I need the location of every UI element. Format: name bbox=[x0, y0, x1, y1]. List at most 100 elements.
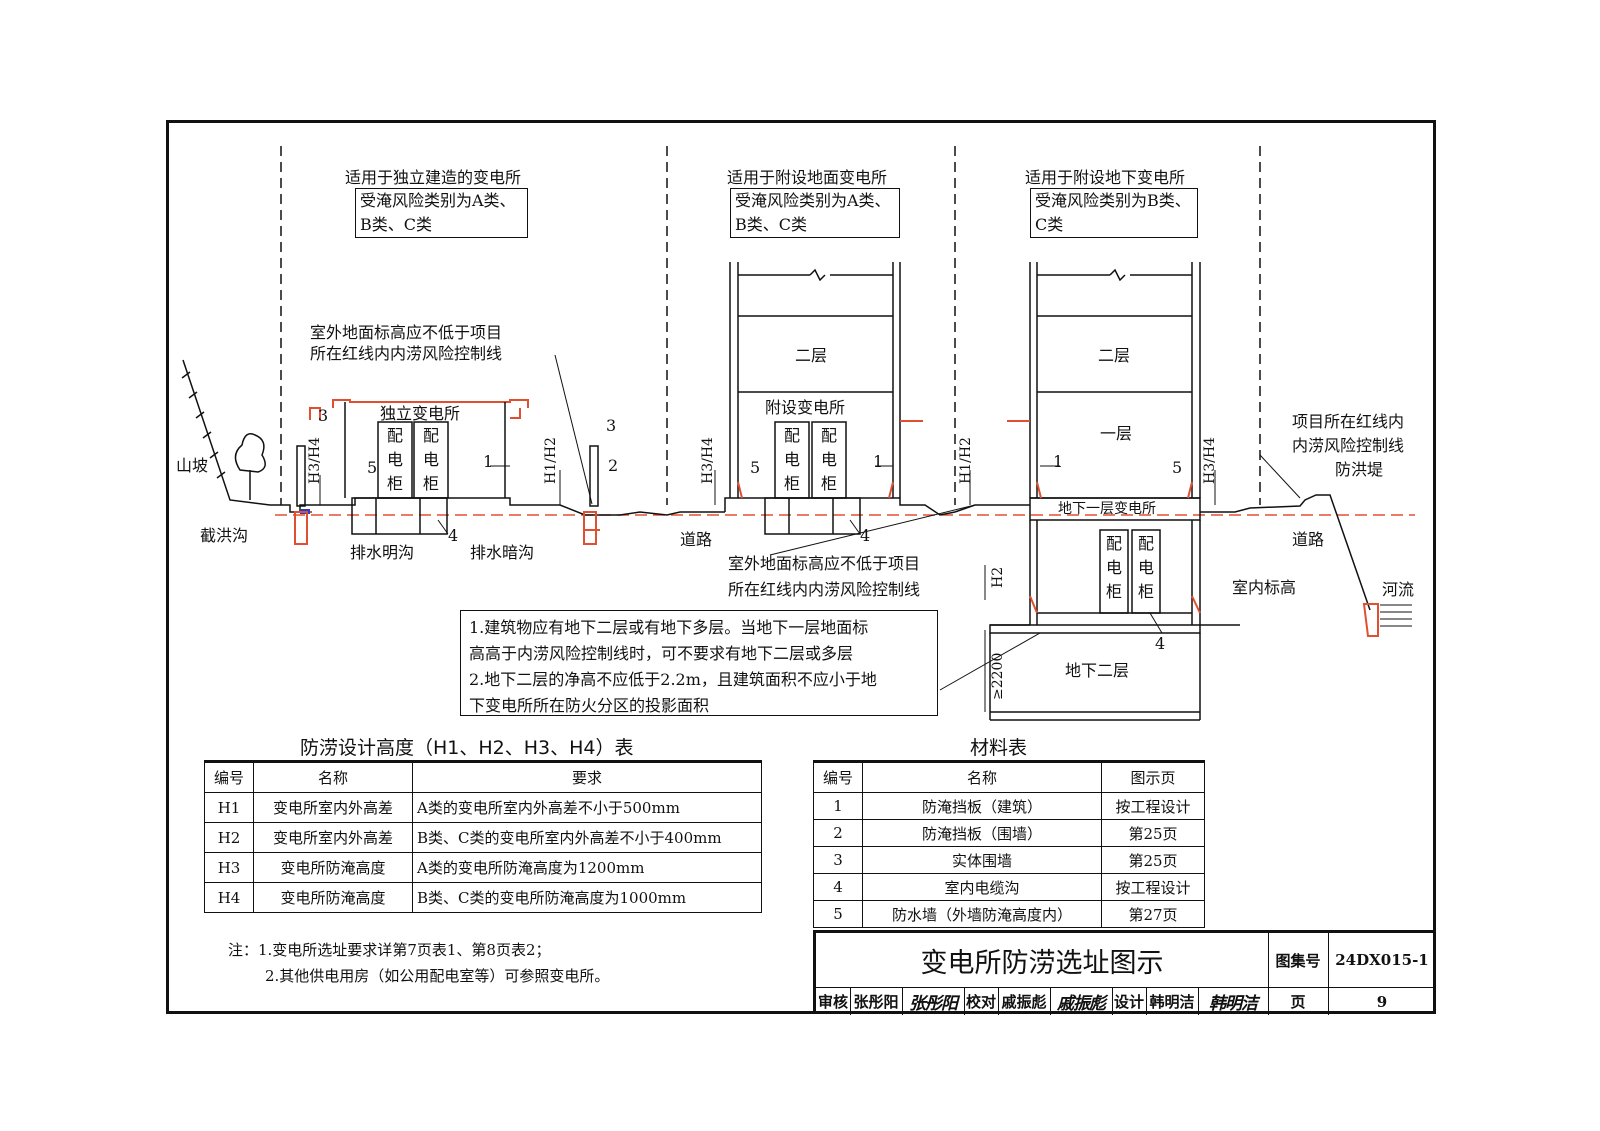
ht-cell: 变电所室内外高差 bbox=[253, 792, 413, 823]
callout-4a: 4 bbox=[448, 526, 459, 545]
cabinet-6: 配电柜 bbox=[1137, 534, 1154, 601]
ground-line3: B类、C类 bbox=[735, 215, 808, 234]
design-label: 设计 bbox=[1112, 988, 1147, 1015]
checker-name: 戚振彪 bbox=[998, 988, 1051, 1015]
mt-head-name: 名称 bbox=[862, 760, 1102, 793]
levee-label-1: 项目所在红线内 bbox=[1292, 412, 1405, 431]
dim-h34-3: H3/H4 bbox=[1202, 437, 1218, 484]
note-line-1: 1.建筑物应有地下二层或有地下多层。当地下一层地面标 bbox=[469, 618, 869, 637]
mt-head-page: 图示页 bbox=[1101, 760, 1205, 793]
table-row: 3 实体围墙 第25页 bbox=[813, 846, 1205, 874]
drawing-title: 变电所防涝选址图示 bbox=[816, 933, 1269, 987]
independent-building-label: 独立变电所 bbox=[380, 404, 461, 423]
callout-5a: 5 bbox=[367, 458, 378, 477]
cabinet-4: 配电柜 bbox=[820, 426, 837, 493]
table-row: H1 变电所室内外高差 A类的变电所室内外高差不小于500mm bbox=[204, 792, 762, 823]
mt-cell: 3 bbox=[813, 846, 863, 874]
notes-box: 1.建筑物应有地下二层或有地下多层。当地下一层地面标 高高于内涝风险控制线时，可… bbox=[460, 610, 938, 716]
material-table-title: 材料表 bbox=[970, 737, 1028, 759]
atlas-label: 图集号 bbox=[1268, 933, 1329, 987]
b2-label: 地下二层 bbox=[1065, 661, 1130, 680]
ht-cell: A类的变电所室内外高差不小于500mm bbox=[412, 792, 762, 823]
review-label: 审核 bbox=[816, 988, 851, 1015]
mt-cell: 第25页 bbox=[1101, 819, 1205, 847]
material-table: 编号 名称 图示页 1 防淹挡板（建筑） 按工程设计 2 防淹挡板（围墙） 第2… bbox=[813, 760, 1205, 928]
cabinet-2: 配电柜 bbox=[422, 426, 439, 493]
mt-cell: 按工程设计 bbox=[1101, 873, 1205, 901]
ht-head-req: 要求 bbox=[412, 760, 762, 793]
redline-mid-2: 所在红线内内涝风险控制线 bbox=[728, 580, 921, 599]
callout-2: 2 bbox=[608, 456, 619, 475]
ground-risk-box: 受淹风险类别为A类、 B类、C类 bbox=[730, 188, 900, 238]
ht-cell: H4 bbox=[204, 882, 254, 913]
note-line-2: 高高于内涝风险控制线时，可不要求有地下二层或多层 bbox=[469, 644, 854, 663]
ground-line bbox=[270, 497, 725, 535]
ht-cell: 变电所防淹高度 bbox=[253, 852, 413, 883]
underground-line1: 适用于附设地下变电所 bbox=[1025, 168, 1186, 187]
mt-cell: 4 bbox=[813, 873, 863, 901]
ht-cell: H3 bbox=[204, 852, 254, 883]
callout-1a: 1 bbox=[483, 452, 494, 471]
table-row: 5 防水墙（外墙防淹高度内） 第27页 bbox=[813, 900, 1205, 928]
ground-building-label: 附设变电所 bbox=[765, 398, 846, 417]
redline-mid-1: 室外地面标高应不低于项目 bbox=[728, 554, 921, 573]
mt-cell: 5 bbox=[813, 900, 863, 928]
hidden-drain-label: 排水暗沟 bbox=[470, 543, 535, 562]
ground-floor2-label: 二层 bbox=[795, 346, 828, 365]
ht-cell: H2 bbox=[204, 822, 254, 853]
table-row: 1 防淹挡板（建筑） 按工程设计 bbox=[813, 792, 1205, 820]
page-number: 9 bbox=[1376, 992, 1388, 1011]
mt-cell: 防淹挡板（围墙） bbox=[862, 819, 1102, 847]
ground-substation bbox=[724, 262, 956, 535]
mt-cell: 1 bbox=[813, 792, 863, 820]
mt-cell: 防水墙（外墙防淹高度内） bbox=[862, 900, 1102, 928]
leader-lines bbox=[319, 354, 1301, 712]
underground-floor1-label: 一层 bbox=[1100, 424, 1133, 443]
open-drain-label: 排水明沟 bbox=[350, 543, 415, 562]
callout-3b: 3 bbox=[606, 416, 617, 435]
river-label: 河流 bbox=[1382, 580, 1415, 599]
designer-signature: 韩明洁 bbox=[1198, 988, 1269, 1015]
callout-4b: 4 bbox=[860, 526, 871, 545]
height-table: 编号 名称 要求 H1 变电所室内外高差 A类的变电所室内外高差不小于500mm… bbox=[204, 760, 762, 913]
note-line-4: 下变电所所在防火分区的投影面积 bbox=[469, 696, 710, 715]
mt-cell: 按工程设计 bbox=[1101, 792, 1205, 820]
levee-label-2: 内涝风险控制线 bbox=[1292, 436, 1405, 455]
hillside-label: 山坡 bbox=[176, 456, 209, 475]
independent-line3: B类、C类 bbox=[360, 215, 433, 234]
callout-5c: 5 bbox=[1172, 458, 1183, 477]
ht-cell: 变电所室内外高差 bbox=[253, 822, 413, 853]
mt-cell: 2 bbox=[813, 819, 863, 847]
ht-cell: B类、C类的变电所防淹高度为1000mm bbox=[412, 882, 762, 913]
mt-head-code: 编号 bbox=[813, 760, 863, 793]
table-row: H2 变电所室内外高差 B类、C类的变电所室内外高差不小于400mm bbox=[204, 822, 762, 853]
check-label: 校对 bbox=[964, 988, 999, 1015]
independent-risk-box: 受淹风险类别为A类、 B类、C类 bbox=[355, 188, 528, 238]
cabinet-1: 配电柜 bbox=[386, 426, 403, 493]
cabinet-3: 配电柜 bbox=[783, 426, 800, 493]
ground-line2: 受淹风险类别为A类、 bbox=[735, 191, 891, 210]
table-row: H3 变电所防淹高度 A类的变电所防淹高度为1200mm bbox=[204, 852, 762, 883]
callout-1b: 1 bbox=[873, 452, 884, 471]
ht-head-name: 名称 bbox=[253, 760, 413, 793]
river-water bbox=[1380, 604, 1412, 627]
river-bank bbox=[1362, 603, 1379, 637]
underground-substation bbox=[954, 262, 1371, 721]
drawing-frame bbox=[166, 120, 1436, 1014]
ht-cell: A类的变电所防淹高度为1200mm bbox=[412, 852, 762, 883]
ht-cell: H1 bbox=[204, 792, 254, 823]
underground-line2: 受淹风险类别为B类、 bbox=[1035, 191, 1191, 210]
table-row: 4 室内电缆沟 按工程设计 bbox=[813, 873, 1205, 901]
indoor-elevation-label: 室内标高 bbox=[1232, 578, 1297, 597]
redline-top-1: 室外地面标高应不低于项目 bbox=[310, 323, 503, 342]
height-table-title: 防涝设计高度（H1、H2、H3、H4）表 bbox=[300, 737, 634, 759]
reviewer-signature: 张彤阳 bbox=[902, 988, 965, 1015]
ht-cell: B类、C类的变电所室内外高差不小于400mm bbox=[412, 822, 762, 853]
page-label: 页 bbox=[1268, 988, 1329, 1015]
ground-line1: 适用于附设地面变电所 bbox=[727, 168, 888, 187]
title-block: 变电所防涝选址图示 图集号 24DX015-1 审核 张彤阳 张彤阳 校对 戚振… bbox=[813, 930, 1436, 1015]
signature-row: 审核 张彤阳 张彤阳 校对 戚振彪 戚振彪 设计 韩明洁 韩明洁 页 9 bbox=[816, 987, 1436, 1015]
underground-floor2-label: 二层 bbox=[1098, 346, 1131, 365]
dim-2200: ≥2200 bbox=[990, 652, 1006, 700]
